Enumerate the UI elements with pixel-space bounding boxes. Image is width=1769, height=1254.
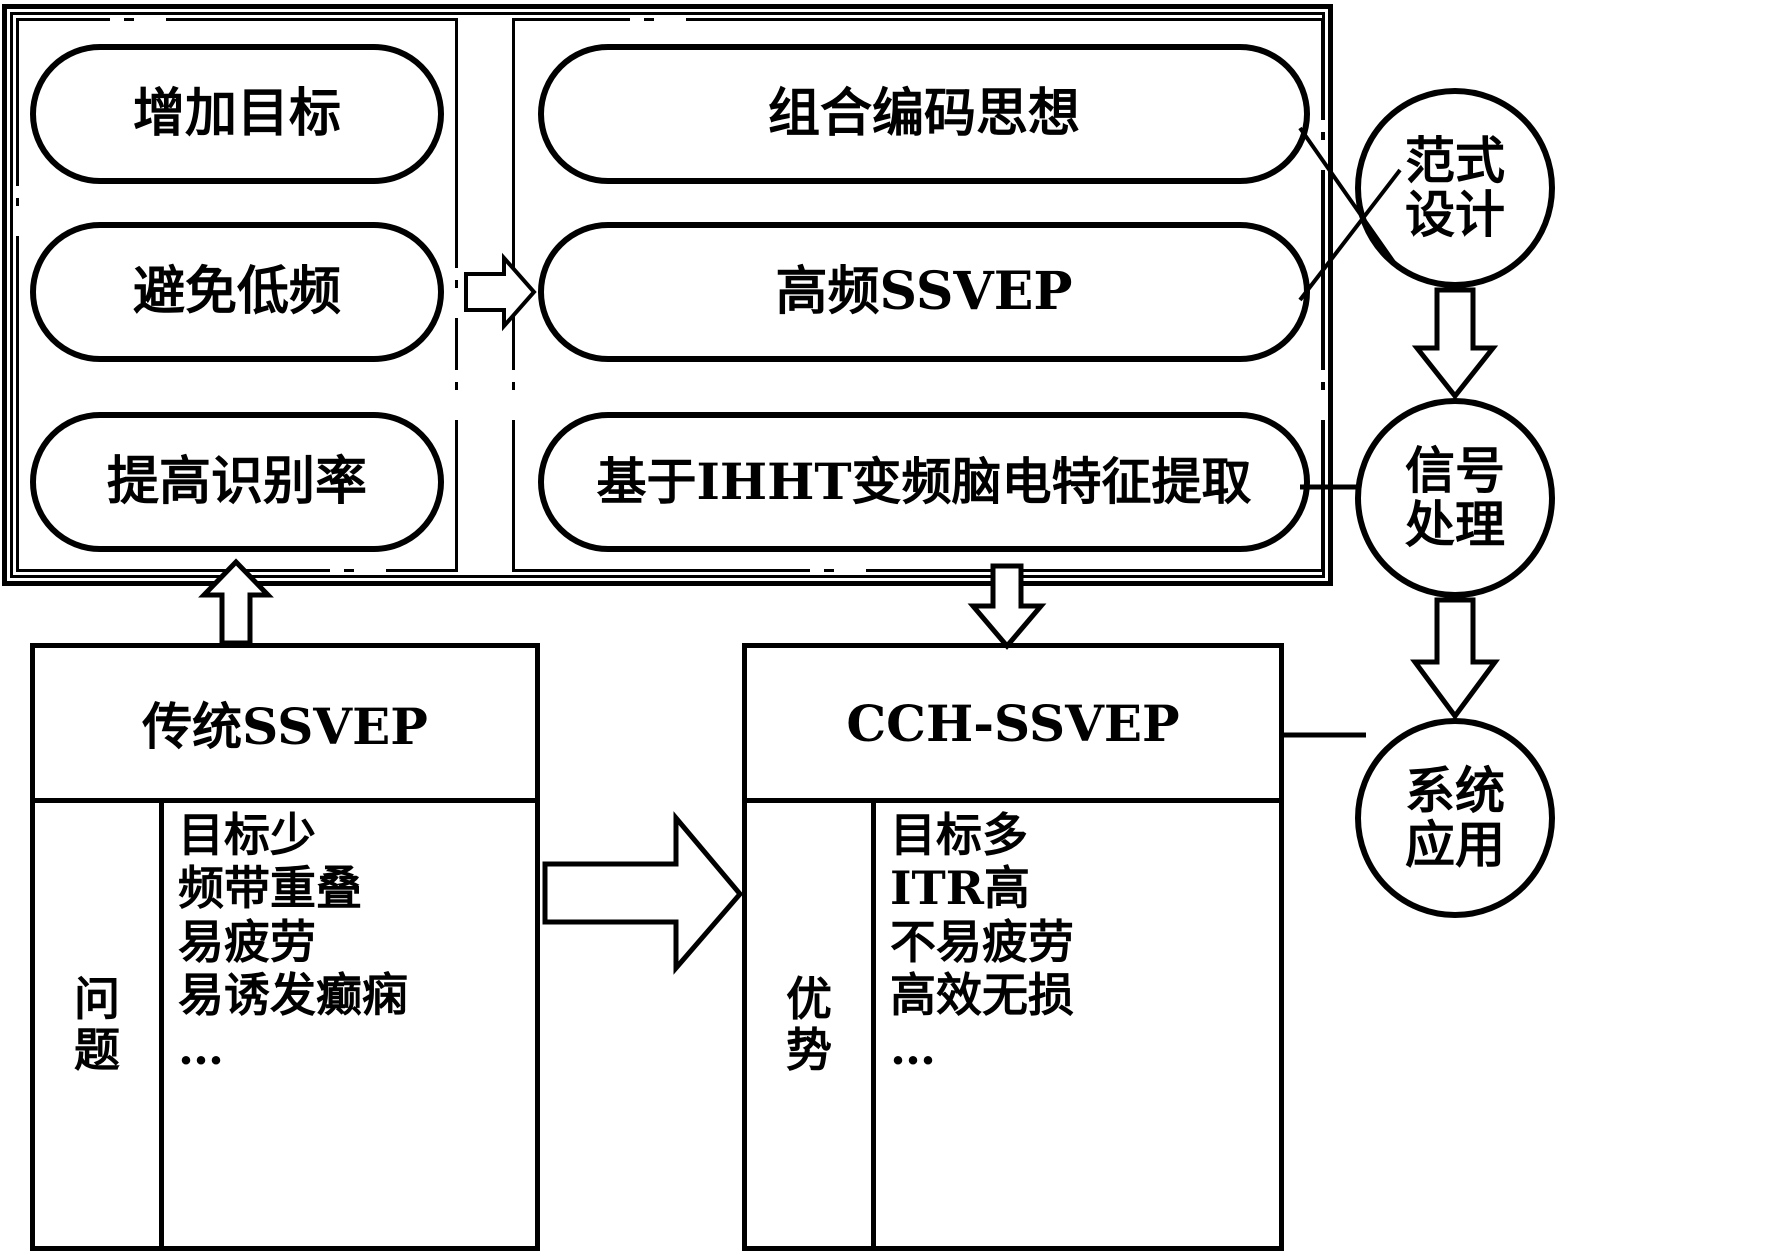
stage-label-line1: 范式 [1405, 131, 1505, 190]
connector-line-coding-to-paradigm [1298, 126, 1400, 270]
list-item: … [890, 1021, 936, 1076]
panel-border-gap [453, 288, 460, 318]
method-box-combination-coding[interactable]: 组合编码思想 [538, 44, 1310, 184]
list-item: 目标少 [178, 808, 316, 862]
aspect-label-line2: 题 [74, 1022, 120, 1077]
stage-label-line1: 信号 [1405, 441, 1505, 500]
panel-border-gap [810, 566, 824, 573]
list-item: ITR高 [890, 861, 1030, 916]
panel-border-gap [14, 206, 21, 236]
panel-border-gap [453, 390, 460, 420]
stage-label: 系统 应用 [1405, 764, 1505, 872]
panel-border-gap [14, 186, 21, 198]
panel-border-gap [110, 16, 124, 23]
table-body: 问 题 目标少 频带重叠 易疲劳 易诱发癫痫 … [35, 803, 535, 1246]
list-item: 高效无损 [890, 968, 1074, 1023]
list-item: 不易疲劳 [890, 914, 1074, 969]
hollow-up-arrow-icon [198, 558, 274, 646]
panel-border-gap [1319, 120, 1326, 132]
method-box-ihht-feature-extraction[interactable]: 基于IHHT变频脑电特征提取 [538, 412, 1310, 552]
stage-label-line1: 系统 [1405, 761, 1505, 820]
method-label: 基于IHHT变频脑电特征提取 [596, 452, 1252, 511]
panel-border-gap [510, 390, 517, 420]
list-item: 频带重叠 [178, 861, 362, 916]
method-label: 高频SSVEP [775, 261, 1073, 322]
method-label: 组合编码思想 [767, 83, 1080, 144]
hollow-right-arrow-icon [464, 252, 537, 332]
method-box-high-frequency-ssvep[interactable]: 高频SSVEP [538, 222, 1310, 362]
table-body: 优 势 目标多 ITR高 不易疲劳 高效无损 … [747, 803, 1279, 1246]
list-item: 目标多 [890, 808, 1028, 862]
aspect-label-problems: 问 题 [35, 803, 164, 1246]
panel-border-gap [834, 566, 866, 573]
stage-label: 信号 处理 [1405, 444, 1505, 552]
panel-border-gap [330, 566, 344, 573]
list-item: … [178, 1021, 224, 1076]
aspect-label-line1: 优 [786, 971, 832, 1026]
comparison-table-cch: CCH-SSVEP 优 势 目标多 ITR高 不易疲劳 高效无损 … [742, 643, 1284, 1251]
hollow-down-arrow-icon-to-cch [967, 563, 1047, 650]
requirement-label: 增加目标 [132, 83, 341, 144]
panel-border-gap [510, 370, 517, 382]
advantage-list: 目标多 ITR高 不易疲劳 高效无损 … [876, 803, 1279, 1246]
requirement-label: 提高识别率 [106, 451, 367, 512]
panel-border-gap [354, 566, 386, 573]
aspect-label-line2: 势 [786, 1022, 832, 1077]
panel-border-gap [453, 268, 460, 280]
hollow-right-arrow-icon-transition [542, 811, 744, 975]
comparison-table-traditional: 传统SSVEP 问 题 目标少 频带重叠 易疲劳 易诱发癫痫 … [30, 643, 540, 1251]
panel-border-gap [1319, 370, 1326, 382]
table-title-cch: CCH-SSVEP [747, 648, 1279, 803]
panel-border-gap [1319, 390, 1326, 420]
panel-border-gap [134, 16, 166, 23]
stage-label-line2: 设计 [1405, 185, 1505, 244]
stage-label: 范式 设计 [1405, 134, 1505, 242]
aspect-label-advantages: 优 势 [747, 803, 876, 1246]
panel-border-gap [654, 16, 686, 23]
aspect-label-line1: 问 [74, 971, 120, 1026]
panel-border-gap [453, 370, 460, 382]
requirement-label: 避免低频 [132, 261, 341, 322]
list-item: 易诱发癫痫 [178, 968, 408, 1023]
stage-circle-signal-processing[interactable]: 信号 处理 [1355, 398, 1555, 598]
stage-circle-system-application[interactable]: 系统 应用 [1355, 718, 1555, 918]
panel-border-gap [1319, 140, 1326, 170]
stage-label-line2: 应用 [1405, 815, 1505, 874]
stage-label-line2: 处理 [1405, 495, 1505, 554]
problem-list: 目标少 频带重叠 易疲劳 易诱发癫痫 … [164, 803, 535, 1246]
table-title-traditional: 传统SSVEP [35, 648, 535, 803]
list-item: 易疲劳 [178, 914, 316, 969]
requirement-box-increase-targets[interactable]: 增加目标 [30, 44, 444, 184]
panel-border-gap [630, 16, 644, 23]
requirement-box-avoid-low-frequency[interactable]: 避免低频 [30, 222, 444, 362]
requirement-box-improve-accuracy[interactable]: 提高识别率 [30, 412, 444, 552]
hollow-down-arrow-icon-stage1 [1411, 287, 1499, 401]
hollow-down-arrow-icon-stage2 [1410, 597, 1500, 721]
connector-line-hf-to-paradigm [1298, 168, 1402, 302]
